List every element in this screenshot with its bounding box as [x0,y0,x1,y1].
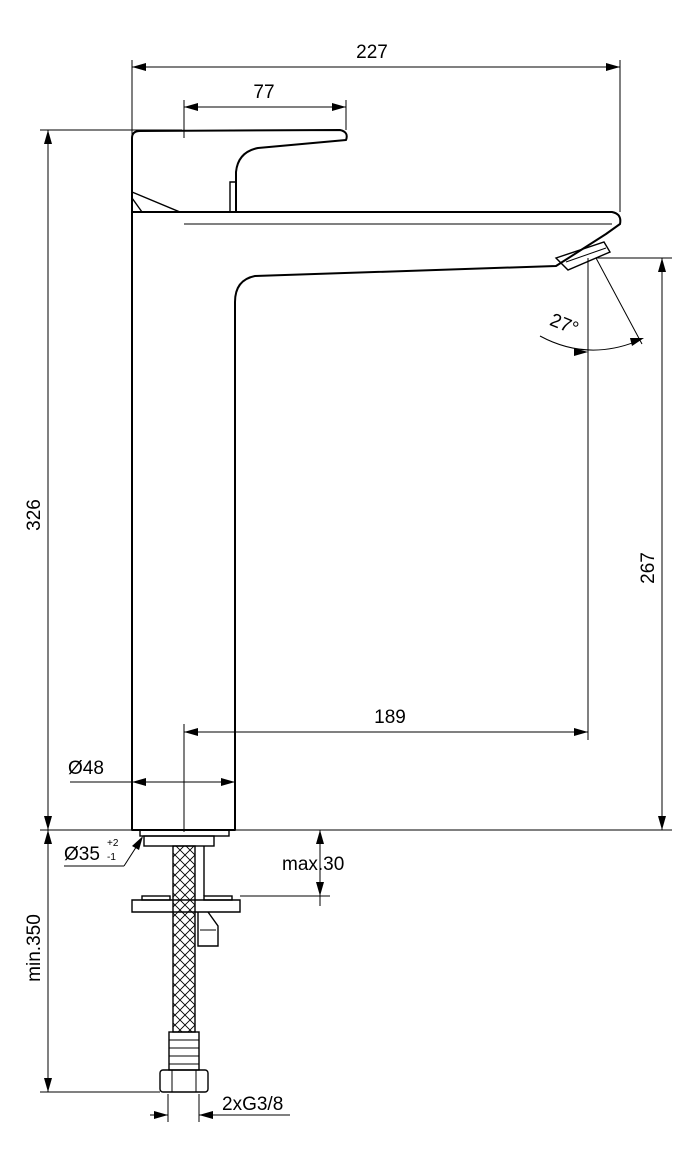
aerator [554,241,612,271]
lever-width-label: 77 [253,82,274,103]
spray-angle-label: 27° [547,310,582,340]
spout-height-label: 267 [638,552,659,584]
faucet-body [131,211,622,831]
max-thickness-label: max.30 [282,854,344,875]
mounting-hardware [131,846,241,947]
hole-diameter-label: Ø35 [64,844,100,865]
body-diameter-label: Ø48 [68,758,104,779]
overall-width-label: 227 [356,42,388,63]
hole-tolerance-plus: +2 [107,838,119,849]
total-height-label: 326 [24,499,45,531]
spout-reach-label: 189 [374,707,406,728]
dimension-labels: 227 77 326 267 189 Ø48 Ø35 +2 -1 max.30 … [24,42,659,1115]
lever-handle [131,129,348,213]
connection-label: 2xG3/8 [222,1094,283,1115]
hole-tolerance-minus: -1 [107,852,116,863]
min-hose-length-label: min.350 [24,914,45,982]
lever-outline [131,129,348,212]
supply-hose [159,845,209,1093]
base-flange [139,829,230,847]
faucet-outline [131,211,622,831]
dimension-lines [40,60,672,1122]
